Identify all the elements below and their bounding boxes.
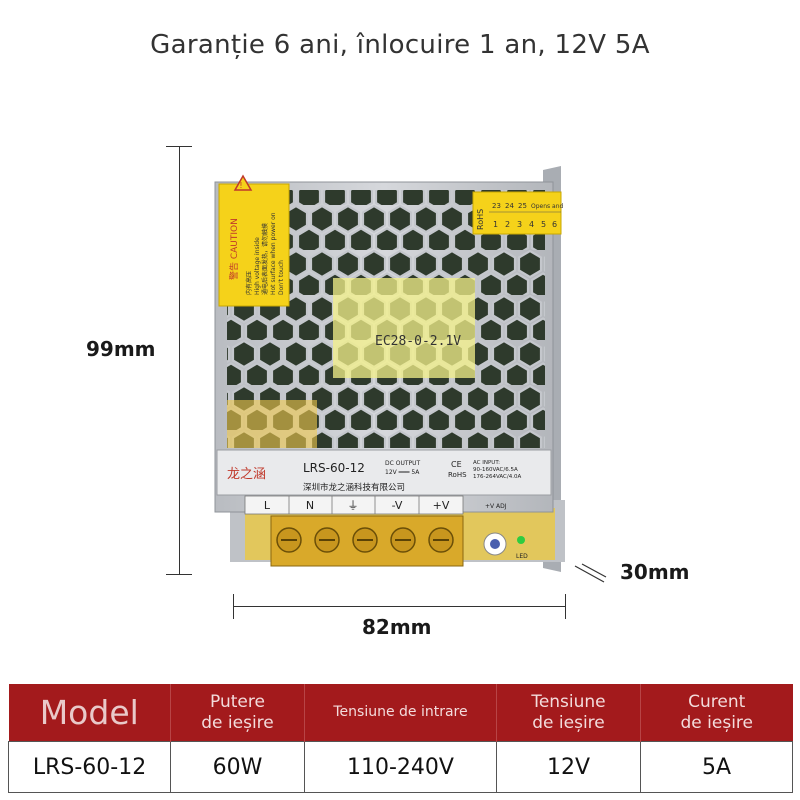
power-supply-drawing: EC28-0-2.1V ! 警告 CAUTION 内有高压 High volta… <box>214 166 565 572</box>
warning-triangle-icon <box>233 174 253 191</box>
svg-text:12V ═══ 5A: 12V ═══ 5A <box>385 469 420 476</box>
height-dimension-cap-bottom <box>166 574 192 575</box>
header-output-voltage: Tensiune de ieșire <box>496 684 641 742</box>
svg-text:DC OUTPUT: DC OUTPUT <box>385 460 421 467</box>
svg-text:3: 3 <box>517 220 522 229</box>
svg-text:RoHS: RoHS <box>476 209 485 230</box>
rohs-sticker <box>472 191 562 235</box>
value-output-voltage: 12V <box>496 741 641 793</box>
transformer <box>333 278 475 378</box>
value-input-voltage: 110-240V <box>304 741 497 793</box>
terminal-label-plus-v: +V <box>433 499 450 512</box>
height-dimension-line <box>179 146 180 574</box>
height-dimension-label: 99mm <box>86 337 156 361</box>
spec-table: Model Putere de ieșire Tensiune de intra… <box>8 684 793 793</box>
svg-text:24: 24 <box>505 202 514 210</box>
header-output-current: Curent de ieșire <box>640 684 793 742</box>
svg-text:5: 5 <box>541 220 546 229</box>
svg-text:4: 4 <box>529 220 534 229</box>
spec-table-value-row: LRS-60-12 60W 110-240V 12V 5A <box>8 741 793 793</box>
svg-text:内有高压: 内有高压 <box>245 271 253 295</box>
depth-dimension-marks <box>574 563 607 583</box>
svg-text:High voltage inside: High voltage inside <box>254 237 261 295</box>
width-dimension-cap-right <box>565 594 566 619</box>
product-label <box>216 449 552 496</box>
terminal-label-strip <box>244 495 464 515</box>
terminal-label-n: N <box>306 499 314 512</box>
value-output-power: 60W <box>170 741 305 793</box>
height-dimension-cap-top <box>166 146 192 147</box>
header-output-power: Putere de ieșire <box>170 684 305 742</box>
company-name: 深圳市龙之涵科技有限公司 <box>303 482 405 493</box>
svg-text:6: 6 <box>552 220 557 229</box>
svg-text:Hot surface when power on: Hot surface when power on <box>270 212 277 295</box>
led-indicator <box>517 536 525 544</box>
svg-text:2: 2 <box>505 220 510 229</box>
model-text: LRS-60-12 <box>303 461 365 475</box>
terminal-label-minus-v: -V <box>392 499 403 512</box>
svg-text:1: 1 <box>493 220 498 229</box>
svg-text:23: 23 <box>492 202 501 210</box>
spec-table-header-row: Model Putere de ieșire Tensiune de intra… <box>8 684 793 742</box>
page-title: Garanție 6 ani, înlocuire 1 an, 12V 5A <box>150 30 650 60</box>
capacitor-area <box>227 400 317 448</box>
caution-label <box>218 183 290 307</box>
svg-text:通电后表面发热，请勿触摸: 通电后表面发热，请勿触摸 <box>261 223 269 295</box>
svg-text:176-264VAC/4.0A: 176-264VAC/4.0A <box>473 474 521 480</box>
svg-text:Don't touch: Don't touch <box>278 260 285 295</box>
depth-dimension-label: 30mm <box>620 560 690 584</box>
header-input-voltage: Tensiune de intrare <box>304 684 497 742</box>
svg-text:Opens and: Opens and <box>531 203 564 210</box>
terminal-screws <box>276 527 454 553</box>
transformer-text: EC28-0-2.1V <box>375 334 461 349</box>
svg-text:25: 25 <box>518 202 527 210</box>
ce-mark: CE <box>451 460 462 469</box>
terminal-label-ground: ⏚ <box>348 499 359 512</box>
value-model: LRS-60-12 <box>8 741 171 793</box>
width-dimension-cap-left <box>233 594 234 619</box>
value-output-current: 5A <box>640 741 793 793</box>
rohs-mark: RoHS <box>448 471 467 479</box>
width-dimension-label: 82mm <box>362 615 432 639</box>
brand-name: 龙之涵 <box>227 467 266 482</box>
led-label: LED <box>516 553 528 560</box>
svg-text:!: ! <box>239 181 242 190</box>
width-dimension-line <box>233 606 565 607</box>
terminal-label-l: L <box>264 499 271 512</box>
svg-text:90-160VAC/6.5A: 90-160VAC/6.5A <box>473 467 518 473</box>
svg-text:AC INPUT:: AC INPUT: <box>473 460 500 466</box>
power-supply-image: EC28-0-2.1V ! 警告 CAUTION 内有高压 High volta… <box>205 160 570 580</box>
adj-label: +V ADJ <box>485 503 507 510</box>
caution-title: 警告 CAUTION <box>228 218 240 280</box>
header-model: Model <box>8 684 171 742</box>
